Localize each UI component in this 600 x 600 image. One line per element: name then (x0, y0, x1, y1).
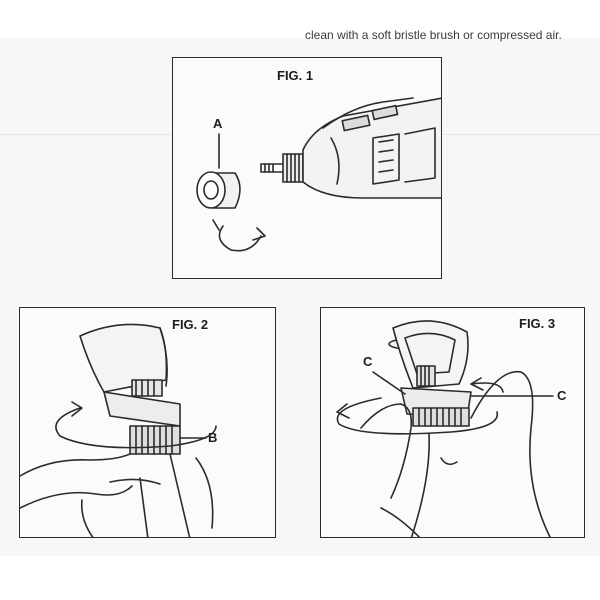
figure-2-illustration (20, 323, 217, 537)
figure-1-title: FIG. 1 (277, 68, 314, 83)
figure-1-panel: FIG. 1 A (172, 57, 442, 279)
figure-2-panel: FIG. 2 B (19, 307, 276, 538)
callout-c-left: C (363, 354, 373, 369)
callout-b: B (208, 430, 218, 445)
figure-2-title: FIG. 2 (172, 317, 209, 332)
figure-1-illustration (196, 97, 441, 252)
instruction-text-line: clean with a soft bristle brush or compr… (305, 28, 562, 42)
figure-3-title: FIG. 3 (519, 316, 556, 331)
callout-c-right: C (557, 388, 567, 403)
figure-3-panel: FIG. 3 C C (320, 307, 585, 538)
figure-3-illustration (336, 320, 554, 537)
callout-a: A (213, 116, 223, 131)
